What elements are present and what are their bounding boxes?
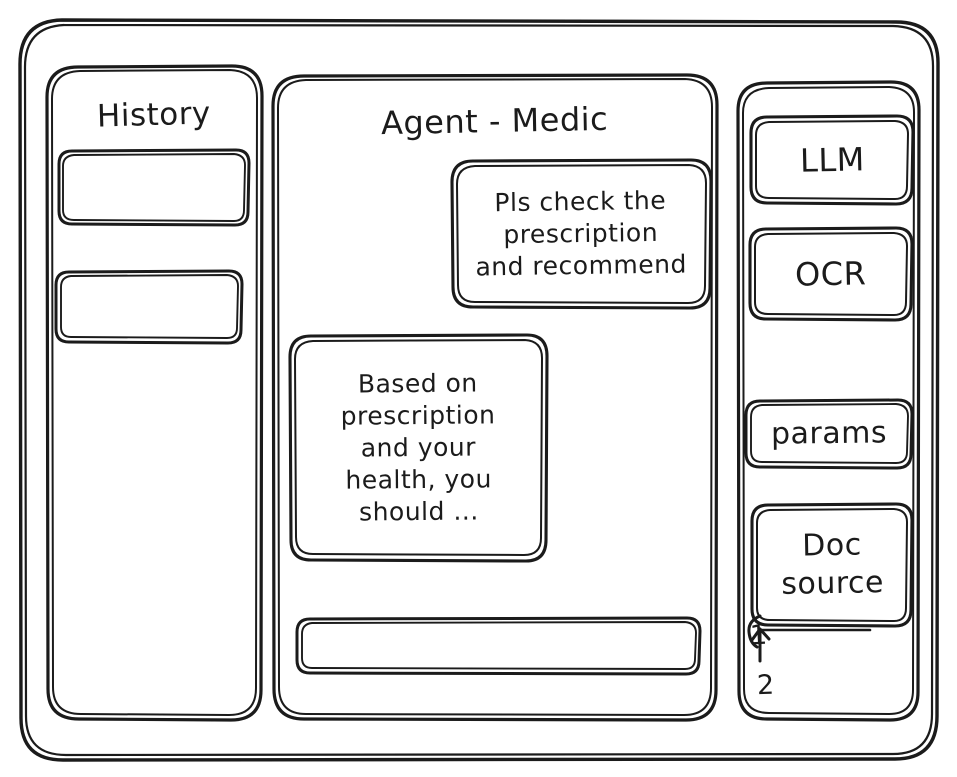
doc-source-list-item[interactable]: 2 <box>756 668 791 704</box>
tool-ocr-label: OCR <box>795 253 867 294</box>
doc-source-item-label: 2 <box>756 669 776 702</box>
tool-doc-source-label: Doc source <box>780 527 884 602</box>
doc-source-item-label: 1 <box>749 619 769 652</box>
doc-source-list-item[interactable]: 1 <box>749 618 784 654</box>
tool-button-llm[interactable]: LLM <box>752 116 912 204</box>
history-list-item[interactable] <box>58 150 248 224</box>
history-title-label: History <box>96 95 212 135</box>
tool-button-ocr[interactable]: OCR <box>750 228 912 320</box>
tool-params-label: params <box>770 415 888 452</box>
user-message-bubble: Pls check the prescription and recommend <box>452 160 710 308</box>
agent-message-text: Based on prescription and your health, y… <box>340 368 496 527</box>
agent-title-label: Agent - Medic <box>381 99 609 142</box>
user-message-text: Pls check the prescription and recommend <box>475 185 688 282</box>
history-list-item[interactable] <box>55 270 241 342</box>
agent-message-bubble: Based on prescription and your health, y… <box>290 335 546 561</box>
tool-button-params[interactable]: params <box>746 400 912 468</box>
message-input[interactable] <box>296 618 700 674</box>
tool-llm-label: LLM <box>799 139 865 180</box>
history-title: History <box>46 92 262 140</box>
page-title: Agent - Medic <box>290 96 700 146</box>
tool-button-doc-source[interactable]: Doc source <box>752 504 912 626</box>
